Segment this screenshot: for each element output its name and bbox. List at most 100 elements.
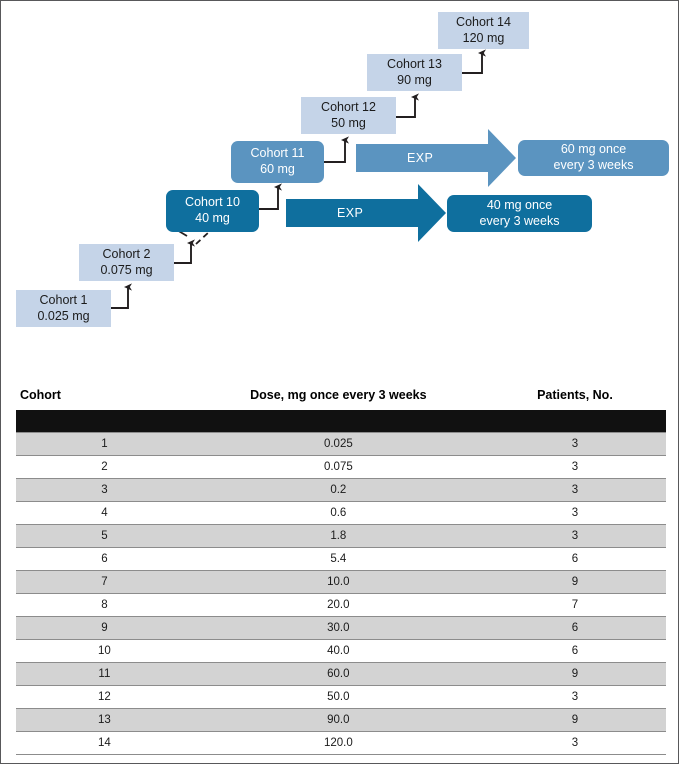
cell-dose: 40.0: [192, 639, 484, 663]
cohort-11-title: Cohort 11: [250, 146, 305, 161]
outcome-60mg-line1: 60 mg once: [560, 142, 627, 157]
cell-cohort: 3: [16, 478, 193, 502]
exp-arrow-top-label: EXP: [407, 151, 434, 165]
cell-cohort: 1: [16, 432, 193, 456]
diagram-node-cohort-14[interactable]: Cohort 14 120 mg: [438, 12, 529, 49]
connector-c10-to-c11: [259, 183, 282, 210]
cell-cohort: 8: [16, 593, 193, 617]
cell-cohort: 11: [16, 662, 193, 686]
cohort-10-dose: 40 mg: [195, 211, 230, 225]
table-row: 4 0.6 3: [16, 501, 666, 525]
cell-cohort: 2: [16, 455, 193, 479]
cell-dose: 60.0: [192, 662, 484, 686]
table-header: Cohort Dose, mg once every 3 weeks Patie…: [16, 386, 666, 433]
cell-patients: 9: [483, 708, 666, 732]
connector-c2-to-c10: [174, 239, 195, 264]
cell-patients: 7: [483, 593, 666, 617]
diagram-node-cohort-2[interactable]: Cohort 2 0.075 mg: [79, 244, 174, 281]
cell-patients: 9: [483, 662, 666, 686]
table-row: 8 20.0 7: [16, 593, 666, 617]
table-row: 10 40.0 6: [16, 639, 666, 663]
diagram-node-cohort-13[interactable]: Cohort 13 90 mg: [367, 54, 462, 91]
cell-cohort: 14: [16, 731, 193, 755]
cell-patients: 3: [483, 432, 666, 456]
table-header-dose: Dose, mg once every 3 weeks: [250, 388, 427, 402]
cohort-13-title: Cohort 13: [387, 56, 442, 71]
cell-cohort: 12: [16, 685, 193, 709]
diagram-node-cohort-1[interactable]: Cohort 1 0.025 mg: [16, 290, 111, 327]
table-row: 1 0.025 3: [16, 432, 666, 456]
connector-c13-to-c14: [462, 49, 486, 74]
cohort-14-dose: 120 mg: [462, 30, 505, 45]
cell-dose: 50.0: [192, 685, 484, 709]
connector-dashed-c10: [176, 229, 210, 245]
diagram-outcome-40mg[interactable]: 40 mg once every 3 weeks: [447, 195, 592, 232]
cell-patients: 3: [483, 455, 666, 479]
cohort-13-dose: 90 mg: [397, 72, 432, 87]
table-row: 12 50.0 3: [16, 685, 666, 709]
cohort-10-title: Cohort 10: [185, 195, 240, 210]
connector-c12-to-c13: [396, 93, 419, 118]
cohort-11-dose: 60 mg: [260, 162, 295, 176]
dose-cohort-table-wrapper: Cohort Dose, mg once every 3 weeks Patie…: [16, 386, 666, 755]
cell-cohort: 9: [16, 616, 193, 640]
table-header-patients: Patients, No.: [537, 388, 613, 402]
cohort-1-title: Cohort 1: [39, 292, 88, 307]
cell-dose: 10.0: [192, 570, 484, 594]
table-row: 7 10.0 9: [16, 570, 666, 594]
cell-cohort: 4: [16, 501, 193, 525]
exp-arrow-bottom: [286, 184, 446, 242]
table-body: 1 0.025 3 2 0.075 3 3 0.2 3 4 0.6 3: [16, 432, 666, 755]
cohort-2-dose: 0.075 mg: [100, 262, 153, 277]
table-row: 6 5.4 6: [16, 547, 666, 571]
connector-c1-to-c2: [111, 283, 132, 309]
cell-patients: 6: [483, 639, 666, 663]
cell-patients: 3: [483, 478, 666, 502]
outcome-60mg-line2: every 3 weeks: [553, 158, 634, 172]
cohort-14-title: Cohort 14: [456, 14, 511, 29]
table-header-cohort: Cohort: [20, 388, 61, 402]
cell-patients: 3: [483, 524, 666, 548]
table-header-rule-cell: [16, 410, 666, 433]
cell-dose: 90.0: [192, 708, 484, 732]
outcome-40mg-line1: 40 mg once: [486, 197, 553, 212]
diagram-node-cohort-11[interactable]: Cohort 11 60 mg: [231, 141, 324, 183]
cell-dose: 0.6: [192, 501, 484, 525]
diagram-connectors: [111, 49, 516, 309]
cohort-12-dose: 50 mg: [331, 115, 366, 130]
cell-dose: 1.8: [192, 524, 484, 548]
cell-cohort: 7: [16, 570, 193, 594]
cell-patients: 9: [483, 570, 666, 594]
table-row: 13 90.0 9: [16, 708, 666, 732]
cell-cohort: 10: [16, 639, 193, 663]
cell-cohort: 6: [16, 547, 193, 571]
table-row: 2 0.075 3: [16, 455, 666, 479]
cell-dose: 120.0: [192, 731, 484, 755]
outcome-40mg-line2: every 3 weeks: [479, 213, 560, 228]
cell-dose: 20.0: [192, 593, 484, 617]
table-row: 14 120.0 3: [16, 731, 666, 755]
cohort-1-dose: 0.025 mg: [37, 308, 90, 323]
cell-cohort: 5: [16, 524, 193, 548]
table-row: 5 1.8 3: [16, 524, 666, 548]
dose-escalation-diagram: EXP EXP Cohort 1 0.025 mg Cohort 2 0.075…: [1, 1, 678, 361]
cell-patients: 3: [483, 685, 666, 709]
cell-dose: 0.075: [192, 455, 484, 479]
table-row: 3 0.2 3: [16, 478, 666, 502]
cell-dose: 30.0: [192, 616, 484, 640]
cell-patients: 3: [483, 501, 666, 525]
exp-arrow-top: [356, 129, 516, 187]
cell-patients: 6: [483, 547, 666, 571]
cell-patients: 3: [483, 731, 666, 755]
cohort-2-title: Cohort 2: [102, 246, 151, 261]
dose-cohort-table: Cohort Dose, mg once every 3 weeks Patie…: [16, 386, 666, 755]
table-row: 11 60.0 9: [16, 662, 666, 686]
cell-patients: 6: [483, 616, 666, 640]
diagram-outcome-60mg[interactable]: 60 mg once every 3 weeks: [518, 140, 669, 176]
diagram-node-cohort-10[interactable]: Cohort 10 40 mg: [166, 190, 259, 232]
connector-c11-to-c12: [324, 136, 349, 163]
cell-cohort: 13: [16, 708, 193, 732]
cohort-12-title: Cohort 12: [321, 99, 376, 114]
diagram-node-cohort-12[interactable]: Cohort 12 50 mg: [301, 97, 396, 134]
